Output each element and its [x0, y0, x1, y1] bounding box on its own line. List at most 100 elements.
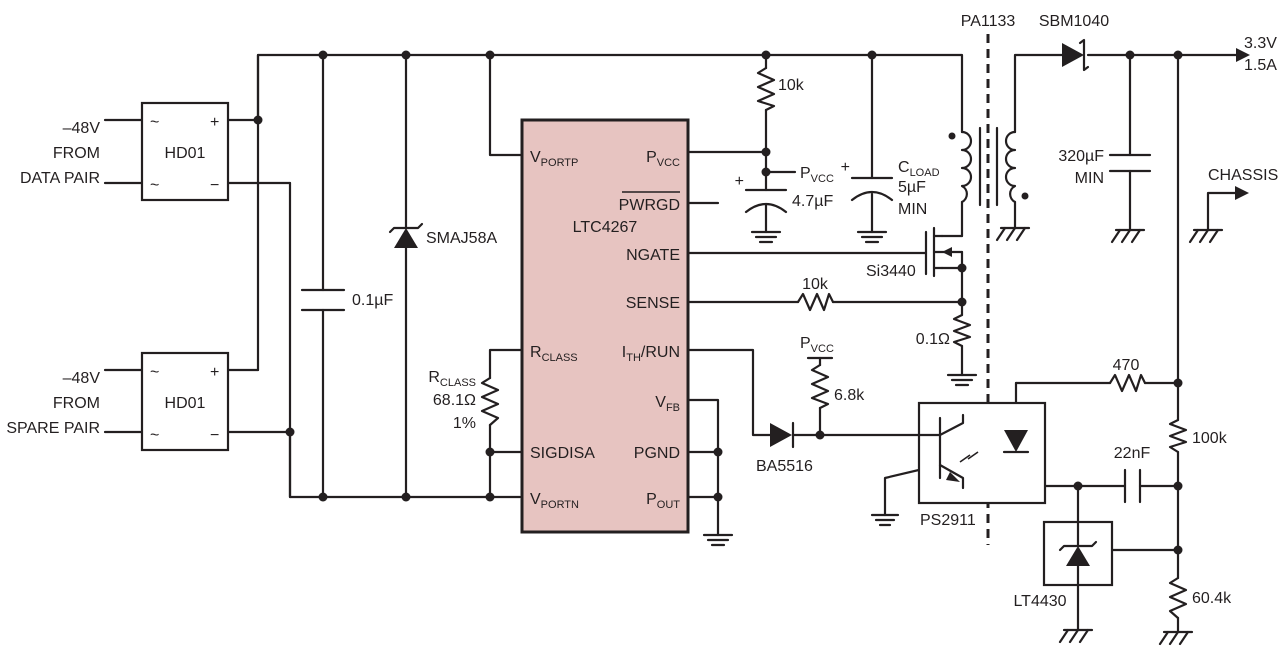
pin-pout: POUT: [646, 491, 680, 511]
bridge-rectifier-bottom: ~ ~ + − HD01: [140, 351, 230, 452]
junction-dots: [253, 50, 1183, 555]
svg-text:–48V: –48V: [63, 370, 101, 387]
ground-sense: [946, 373, 978, 387]
pin-pwrgd: PWRGD: [619, 197, 680, 214]
pin-pvcc: PVCC: [646, 149, 680, 169]
svg-text:100k: 100k: [1192, 430, 1228, 447]
cload-capacitor: + CLOAD 5µF MIN: [841, 159, 940, 218]
ground-divider: [1158, 630, 1194, 646]
svg-text:+: +: [735, 173, 744, 190]
output-terminal: 3.3V 1.5A: [1236, 35, 1277, 74]
opto-pullup-resistor: PVCC 6.8k: [800, 335, 865, 410]
svg-text:PS2911: PS2911: [920, 512, 976, 529]
wiring: [103, 53, 1238, 634]
ground-secondary: [995, 226, 1031, 242]
ground-cload: [856, 230, 888, 244]
chip-name: LTC4267: [573, 219, 638, 236]
svg-text:1.5A: 1.5A: [1244, 57, 1277, 74]
svg-text:HD01: HD01: [165, 145, 206, 162]
svg-text:470: 470: [1113, 357, 1140, 374]
pin-ithrun: ITH/RUN: [622, 344, 680, 364]
svg-text:−: −: [210, 177, 219, 194]
pin-ngate: NGATE: [626, 247, 680, 264]
divider-resistor-60k: 60.4k: [1168, 576, 1232, 620]
svg-text:22nF: 22nF: [1114, 445, 1151, 462]
svg-text:68.1Ω: 68.1Ω: [433, 392, 476, 409]
pin-vportp: VPORTP: [530, 149, 578, 169]
sense-filter-resistor: 10k: [796, 276, 835, 312]
svg-text:0.1Ω: 0.1Ω: [916, 331, 950, 348]
rclass-resistor: RCLASS 68.1Ω 1%: [428, 369, 500, 432]
compensation-capacitor: 22nF: [1114, 445, 1151, 504]
pin-pgnd: PGND: [634, 445, 680, 462]
svg-text:CLOAD: CLOAD: [898, 159, 940, 179]
svg-text:FROM: FROM: [53, 395, 100, 412]
optocoupler-ps2911: PS2911: [917, 401, 1047, 529]
sense-resistor: 0.1Ω: [916, 313, 972, 348]
svg-text:MIN: MIN: [1075, 170, 1104, 187]
svg-text:10k: 10k: [802, 276, 829, 293]
ground-lt4430: [1058, 628, 1094, 644]
ground-opto: [870, 513, 900, 527]
divider-resistor-100k: 100k: [1168, 418, 1228, 454]
svg-text:~: ~: [150, 364, 159, 381]
pin-rclass: RCLASS: [530, 344, 578, 364]
ground-pvcc-cap: [750, 230, 782, 244]
svg-text:+: +: [841, 159, 850, 176]
svg-text:RCLASS: RCLASS: [428, 369, 476, 389]
svg-text:60.4k: 60.4k: [1192, 590, 1232, 607]
tvs-diode: SMAJ58A: [388, 222, 497, 248]
pin-vfb: VFB: [655, 394, 680, 414]
svg-text:1%: 1%: [453, 415, 476, 432]
ground-output-cap: [1110, 228, 1146, 244]
svg-text:HD01: HD01: [165, 395, 206, 412]
flyback-transformer: PA1133: [948, 13, 1029, 207]
svg-text:BA5516: BA5516: [756, 458, 813, 475]
pin-sense: SENSE: [626, 295, 680, 312]
mosfet-si3440: Si3440: [866, 226, 964, 280]
reference-lt4430: LT4430: [1013, 520, 1114, 610]
chassis-ground: CHASSIS: [1188, 167, 1278, 244]
svg-text:SMAJ58A: SMAJ58A: [426, 230, 497, 247]
svg-text:SPARE PAIR: SPARE PAIR: [6, 420, 100, 437]
ltc4267-chip: LTC4267 VPORTP PVCC PWRGD NGATE SENSE RC…: [520, 118, 690, 534]
svg-text:+: +: [210, 114, 219, 131]
ground-chip: [702, 533, 734, 547]
svg-text:MIN: MIN: [898, 201, 927, 218]
svg-text:PA1133: PA1133: [961, 13, 1016, 30]
pvcc-net-label: PVCC: [800, 165, 834, 185]
svg-text:−: −: [210, 427, 219, 444]
svg-text:10k: 10k: [778, 77, 805, 94]
input-capacitor: 0.1µF: [300, 288, 393, 312]
spare-pair-label: –48V FROM SPARE PAIR: [6, 370, 100, 437]
diode-ba5516: BA5516: [756, 421, 813, 475]
svg-text:CHASSIS: CHASSIS: [1208, 167, 1278, 184]
pvcc-capacitor: + 4.7µF: [735, 173, 833, 214]
svg-text:320µF: 320µF: [1058, 148, 1104, 165]
data-pair-label: –48V FROM DATA PAIR: [20, 120, 100, 187]
pin-sigdisa: SIGDISA: [530, 445, 595, 462]
svg-text:PVCC: PVCC: [800, 335, 834, 355]
svg-text:DATA PAIR: DATA PAIR: [20, 170, 100, 187]
pin-vportn: VPORTN: [530, 491, 579, 511]
svg-text:~: ~: [150, 177, 159, 194]
output-capacitor: 320µF MIN: [1058, 148, 1152, 187]
svg-text:5µF: 5µF: [898, 179, 926, 196]
svg-text:+: +: [210, 364, 219, 381]
led-resistor-470: 470: [1108, 357, 1147, 393]
svg-text:Si3440: Si3440: [866, 263, 916, 280]
svg-text:FROM: FROM: [53, 145, 100, 162]
svg-text:6.8k: 6.8k: [834, 387, 865, 404]
svg-text:0.1µF: 0.1µF: [352, 292, 393, 309]
schottky-sbm1040: SBM1040: [1039, 13, 1109, 72]
pullup-resistor-10k: 10k: [756, 66, 805, 112]
svg-text:4.7µF: 4.7µF: [792, 193, 833, 210]
svg-text:–48V: –48V: [63, 120, 101, 137]
bridge-rectifier-top: ~ ~ + − HD01: [140, 101, 230, 202]
svg-text:~: ~: [150, 114, 159, 131]
svg-text:LT4430: LT4430: [1013, 593, 1066, 610]
svg-text:SBM1040: SBM1040: [1039, 13, 1109, 30]
svg-text:3.3V: 3.3V: [1244, 35, 1277, 52]
svg-text:~: ~: [150, 427, 159, 444]
